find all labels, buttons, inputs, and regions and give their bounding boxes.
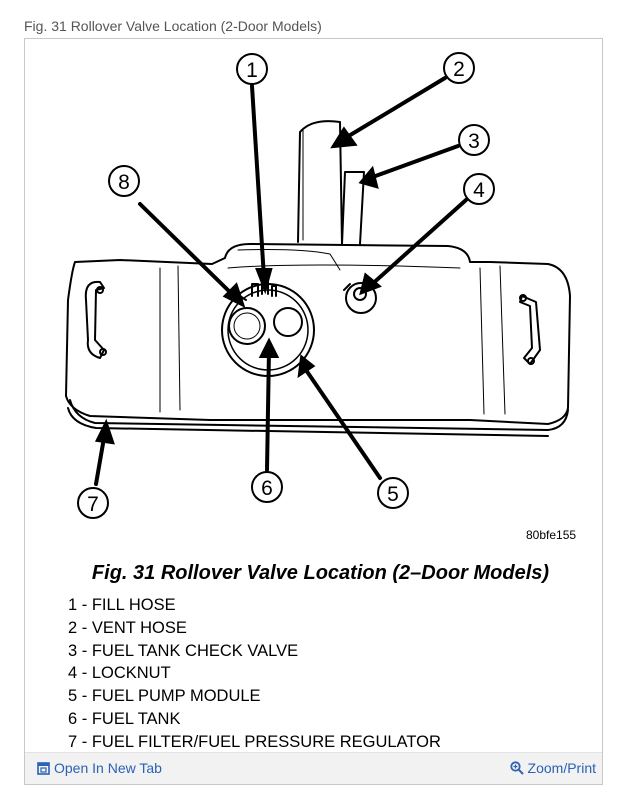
fuel-tank-diagram: 1 2 3 4 5 6 7 8 <box>65 52 571 519</box>
zoom-print-label: Zoom/Print <box>527 760 596 776</box>
leader-3 <box>358 144 460 189</box>
callout-2-label: 2 <box>453 58 465 81</box>
callout-3: 3 <box>458 124 490 156</box>
callout-8-label: 8 <box>118 171 130 194</box>
leader-8 <box>138 202 246 308</box>
leader-2 <box>330 76 447 149</box>
left-strap-bracket <box>84 280 107 359</box>
legend-list: 1 - FILL HOSE 2 - VENT HOSE 3 - FUEL TAN… <box>68 594 441 754</box>
check-valve-drawing <box>343 282 377 314</box>
open-in-new-tab-link[interactable]: Open In New Tab <box>37 760 162 776</box>
vent-hose-drawing <box>341 171 365 245</box>
figure-title: Fig. 31 Rollover Valve Location (2–Door … <box>91 562 550 584</box>
fill-hose-drawing <box>297 120 343 245</box>
legend-item: 1 - FILL HOSE <box>68 596 176 614</box>
leader-1 <box>250 84 273 295</box>
callout-5: 5 <box>377 477 409 509</box>
right-strap-bracket <box>519 294 541 365</box>
fuel-tank-outline <box>65 243 571 437</box>
callout-8: 8 <box>108 165 140 197</box>
leader-6 <box>258 337 280 472</box>
callout-4-label: 4 <box>473 179 485 202</box>
callout-2: 2 <box>443 52 475 84</box>
legend-item: 4 - LOCKNUT <box>68 664 171 683</box>
legend-item: 6 - FUEL TANK <box>68 709 181 728</box>
callout-6-label: 6 <box>261 477 273 500</box>
open-in-new-tab-label: Open In New Tab <box>54 760 162 776</box>
image-code: 80bfe155 <box>526 528 577 542</box>
callout-7-label: 7 <box>87 493 99 516</box>
legend-item: 2 - VENT HOSE <box>68 618 187 637</box>
figure-caption: Fig. 31 Rollover Valve Location (2-Door … <box>24 18 322 34</box>
figure-frame <box>24 38 603 785</box>
legend-item: 7 - FUEL FILTER/FUEL PRESSURE REGULATOR <box>68 732 441 751</box>
callout-7: 7 <box>77 487 109 519</box>
figure-footer: Open In New Tab Zoom/Print <box>25 752 602 784</box>
magnifier-icon <box>509 761 524 775</box>
callout-6: 6 <box>251 471 283 503</box>
legend-item: 5 - FUEL PUMP MODULE <box>68 687 261 706</box>
leader-7 <box>94 418 115 486</box>
legend-item: 3 - FUEL TANK CHECK VALVE <box>68 641 299 660</box>
zoom-print-link[interactable]: Zoom/Print <box>509 760 596 776</box>
leader-5 <box>297 354 382 480</box>
open-in-new-tab-icon <box>37 762 50 775</box>
callout-1-label: 1 <box>246 59 258 82</box>
callout-4: 4 <box>463 173 495 205</box>
callout-3-label: 3 <box>468 130 480 153</box>
callout-1: 1 <box>236 53 268 85</box>
callout-5-label: 5 <box>387 483 399 506</box>
leader-4 <box>359 198 468 296</box>
